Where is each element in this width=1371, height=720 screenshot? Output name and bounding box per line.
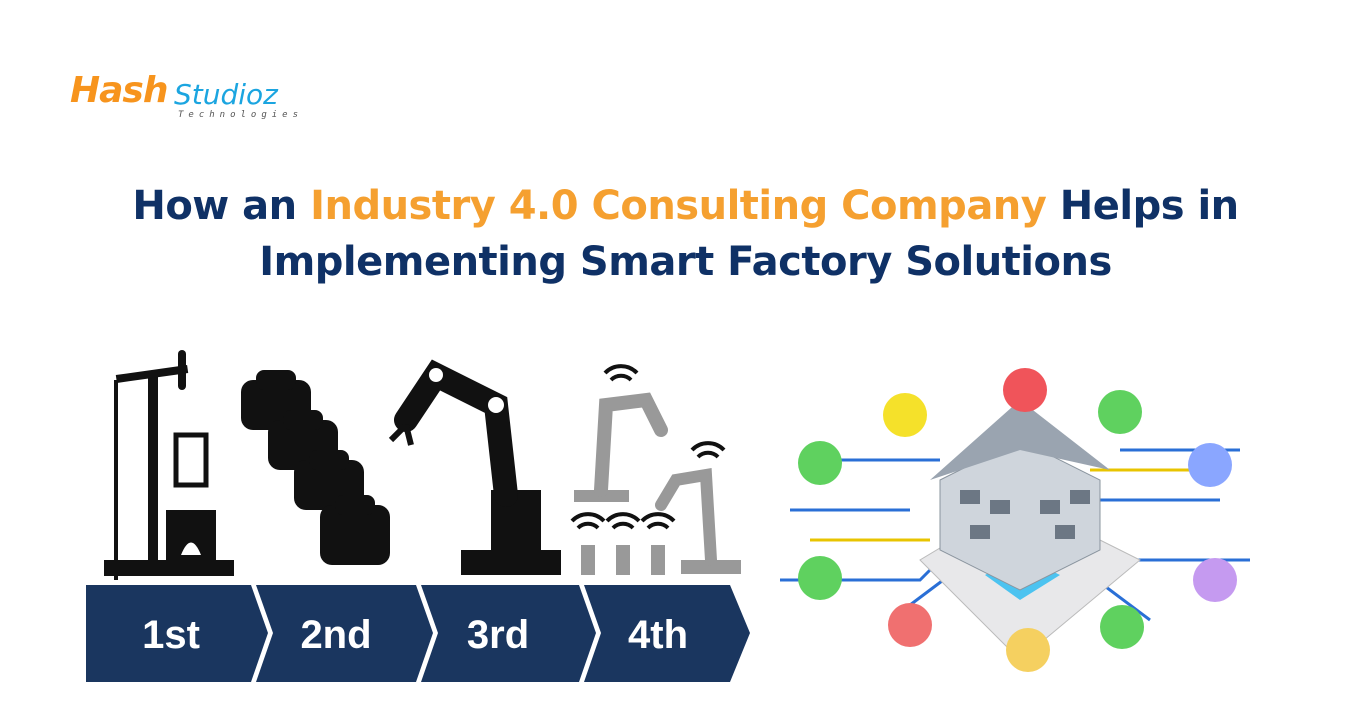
stage-label: 3rd [467, 613, 529, 657]
radiator-icon [1098, 390, 1142, 434]
stage-label: 4th [628, 613, 688, 657]
industrial-revolutions-illustration [104, 350, 741, 580]
garage-icon [1006, 628, 1050, 672]
house-icon [930, 400, 1110, 591]
logo-brand-part2: Studioz [174, 78, 278, 111]
window-icon [1003, 368, 1047, 412]
title-line-2: Implementing Smart Factory Solutions [259, 239, 1112, 285]
hashstudioz-logo: Hash Studioz Technologies [70, 70, 310, 126]
revolution-timeline: 1st 2nd 3rd 4th [86, 585, 750, 682]
lightbulb-icon [798, 441, 842, 485]
stage-label: 1st [142, 613, 200, 657]
stage-4th [584, 585, 750, 682]
logo-tagline: Technologies [178, 110, 304, 120]
thermometer-icon [1100, 605, 1144, 649]
washing-machine-icon [798, 556, 842, 600]
smart-device-icons [798, 368, 1237, 672]
title-highlight: Industry 4.0 Consulting Company [310, 183, 1047, 229]
camera-icon [888, 603, 932, 647]
fridge-icon [883, 393, 927, 437]
key-icon [1188, 443, 1232, 487]
page-title: How an Industry 4.0 Consulting Company H… [0, 178, 1371, 290]
steam-engine-icon [104, 350, 234, 580]
stage-3rd [421, 585, 596, 682]
smart-home-illustration [780, 368, 1250, 672]
logo-brand-part1: Hash [70, 70, 168, 111]
title-line-1: How an Industry 4.0 Consulting Company H… [132, 183, 1239, 229]
stage-1st [86, 585, 268, 682]
connected-robot-icon [570, 364, 741, 575]
stage-label: 2nd [300, 613, 371, 657]
robot-arm-icon [388, 359, 561, 575]
stage-2nd [256, 585, 433, 682]
tv-icon [1193, 558, 1237, 602]
car-assembly-icon [241, 370, 390, 565]
